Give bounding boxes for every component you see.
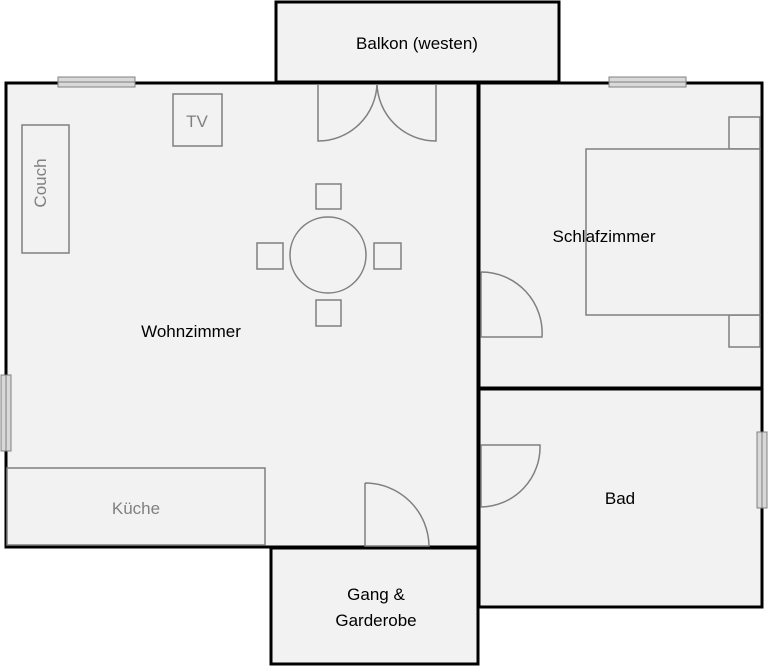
bad-room bbox=[477, 387, 764, 609]
wohnzimmer-label: Wohnzimmer bbox=[141, 322, 241, 341]
schlafzimmer-door bbox=[480, 271, 543, 338]
window-wohnzimmer-top bbox=[57, 76, 136, 88]
dining-table bbox=[256, 183, 402, 327]
entrance-door bbox=[364, 482, 430, 547]
schlafzimmer-label: Schlafzimmer bbox=[553, 227, 656, 246]
chair-top bbox=[315, 183, 342, 210]
chair-right bbox=[373, 242, 402, 270]
gang-label-line2: Garderobe bbox=[335, 611, 416, 630]
nightstand-bottom bbox=[728, 314, 761, 348]
chair-bottom bbox=[315, 299, 342, 327]
nightstand-top bbox=[728, 116, 761, 150]
window-bad-right bbox=[756, 431, 768, 509]
tv: TV bbox=[172, 93, 223, 147]
bed-frame bbox=[585, 148, 761, 316]
balkon-double-door bbox=[317, 83, 437, 142]
kitchen-counter: Küche bbox=[6, 467, 266, 546]
chair-left bbox=[256, 242, 284, 270]
window-schlafzimmer-top bbox=[608, 76, 687, 88]
couch-label: Couch bbox=[31, 158, 50, 207]
couch: Couch bbox=[21, 124, 70, 254]
balkon-label: Balkon (westen) bbox=[356, 34, 478, 53]
balkon-room bbox=[274, 0, 561, 84]
kueche-label: Küche bbox=[112, 499, 160, 518]
bad-label: Bad bbox=[605, 489, 635, 508]
bed bbox=[585, 116, 761, 348]
window-wohnzimmer-left bbox=[0, 374, 12, 452]
bad-door bbox=[480, 444, 541, 508]
gang-label-line1: Gang & bbox=[347, 585, 405, 604]
tv-label: TV bbox=[186, 112, 208, 131]
gang-garderobe-room bbox=[269, 546, 480, 666]
